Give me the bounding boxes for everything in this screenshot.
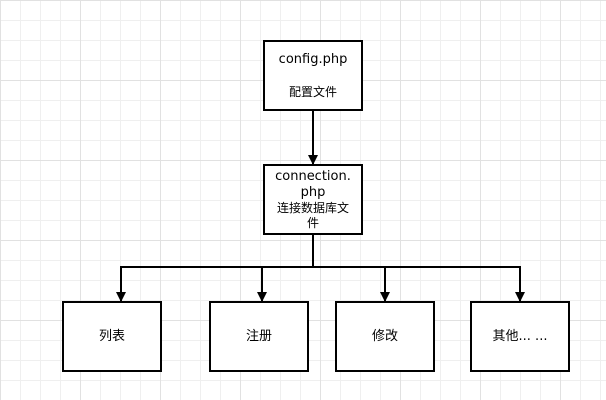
node-config-title: config.php <box>278 51 348 67</box>
node-connection-title-line1: connection. <box>275 168 351 184</box>
node-list: 列表 <box>62 301 162 372</box>
node-other: 其他... ... <box>470 301 570 372</box>
node-connection-subtitle-line1: 连接数据库文 <box>276 200 349 215</box>
node-list-label: 列表 <box>98 328 125 344</box>
node-connection-php: connection. php 连接数据库文 件 <box>263 164 363 235</box>
node-register: 注册 <box>209 301 309 372</box>
node-register-label: 注册 <box>245 328 272 344</box>
node-connection-title-line2: php <box>300 184 326 200</box>
node-connection-subtitle-line2: 件 <box>306 215 319 230</box>
node-edit: 修改 <box>335 301 435 372</box>
node-other-label: 其他... ... <box>492 328 548 344</box>
node-config-php: config.php 配置文件 <box>263 40 363 111</box>
node-config-subtitle: 配置文件 <box>288 84 337 99</box>
node-edit-label: 修改 <box>371 328 398 344</box>
